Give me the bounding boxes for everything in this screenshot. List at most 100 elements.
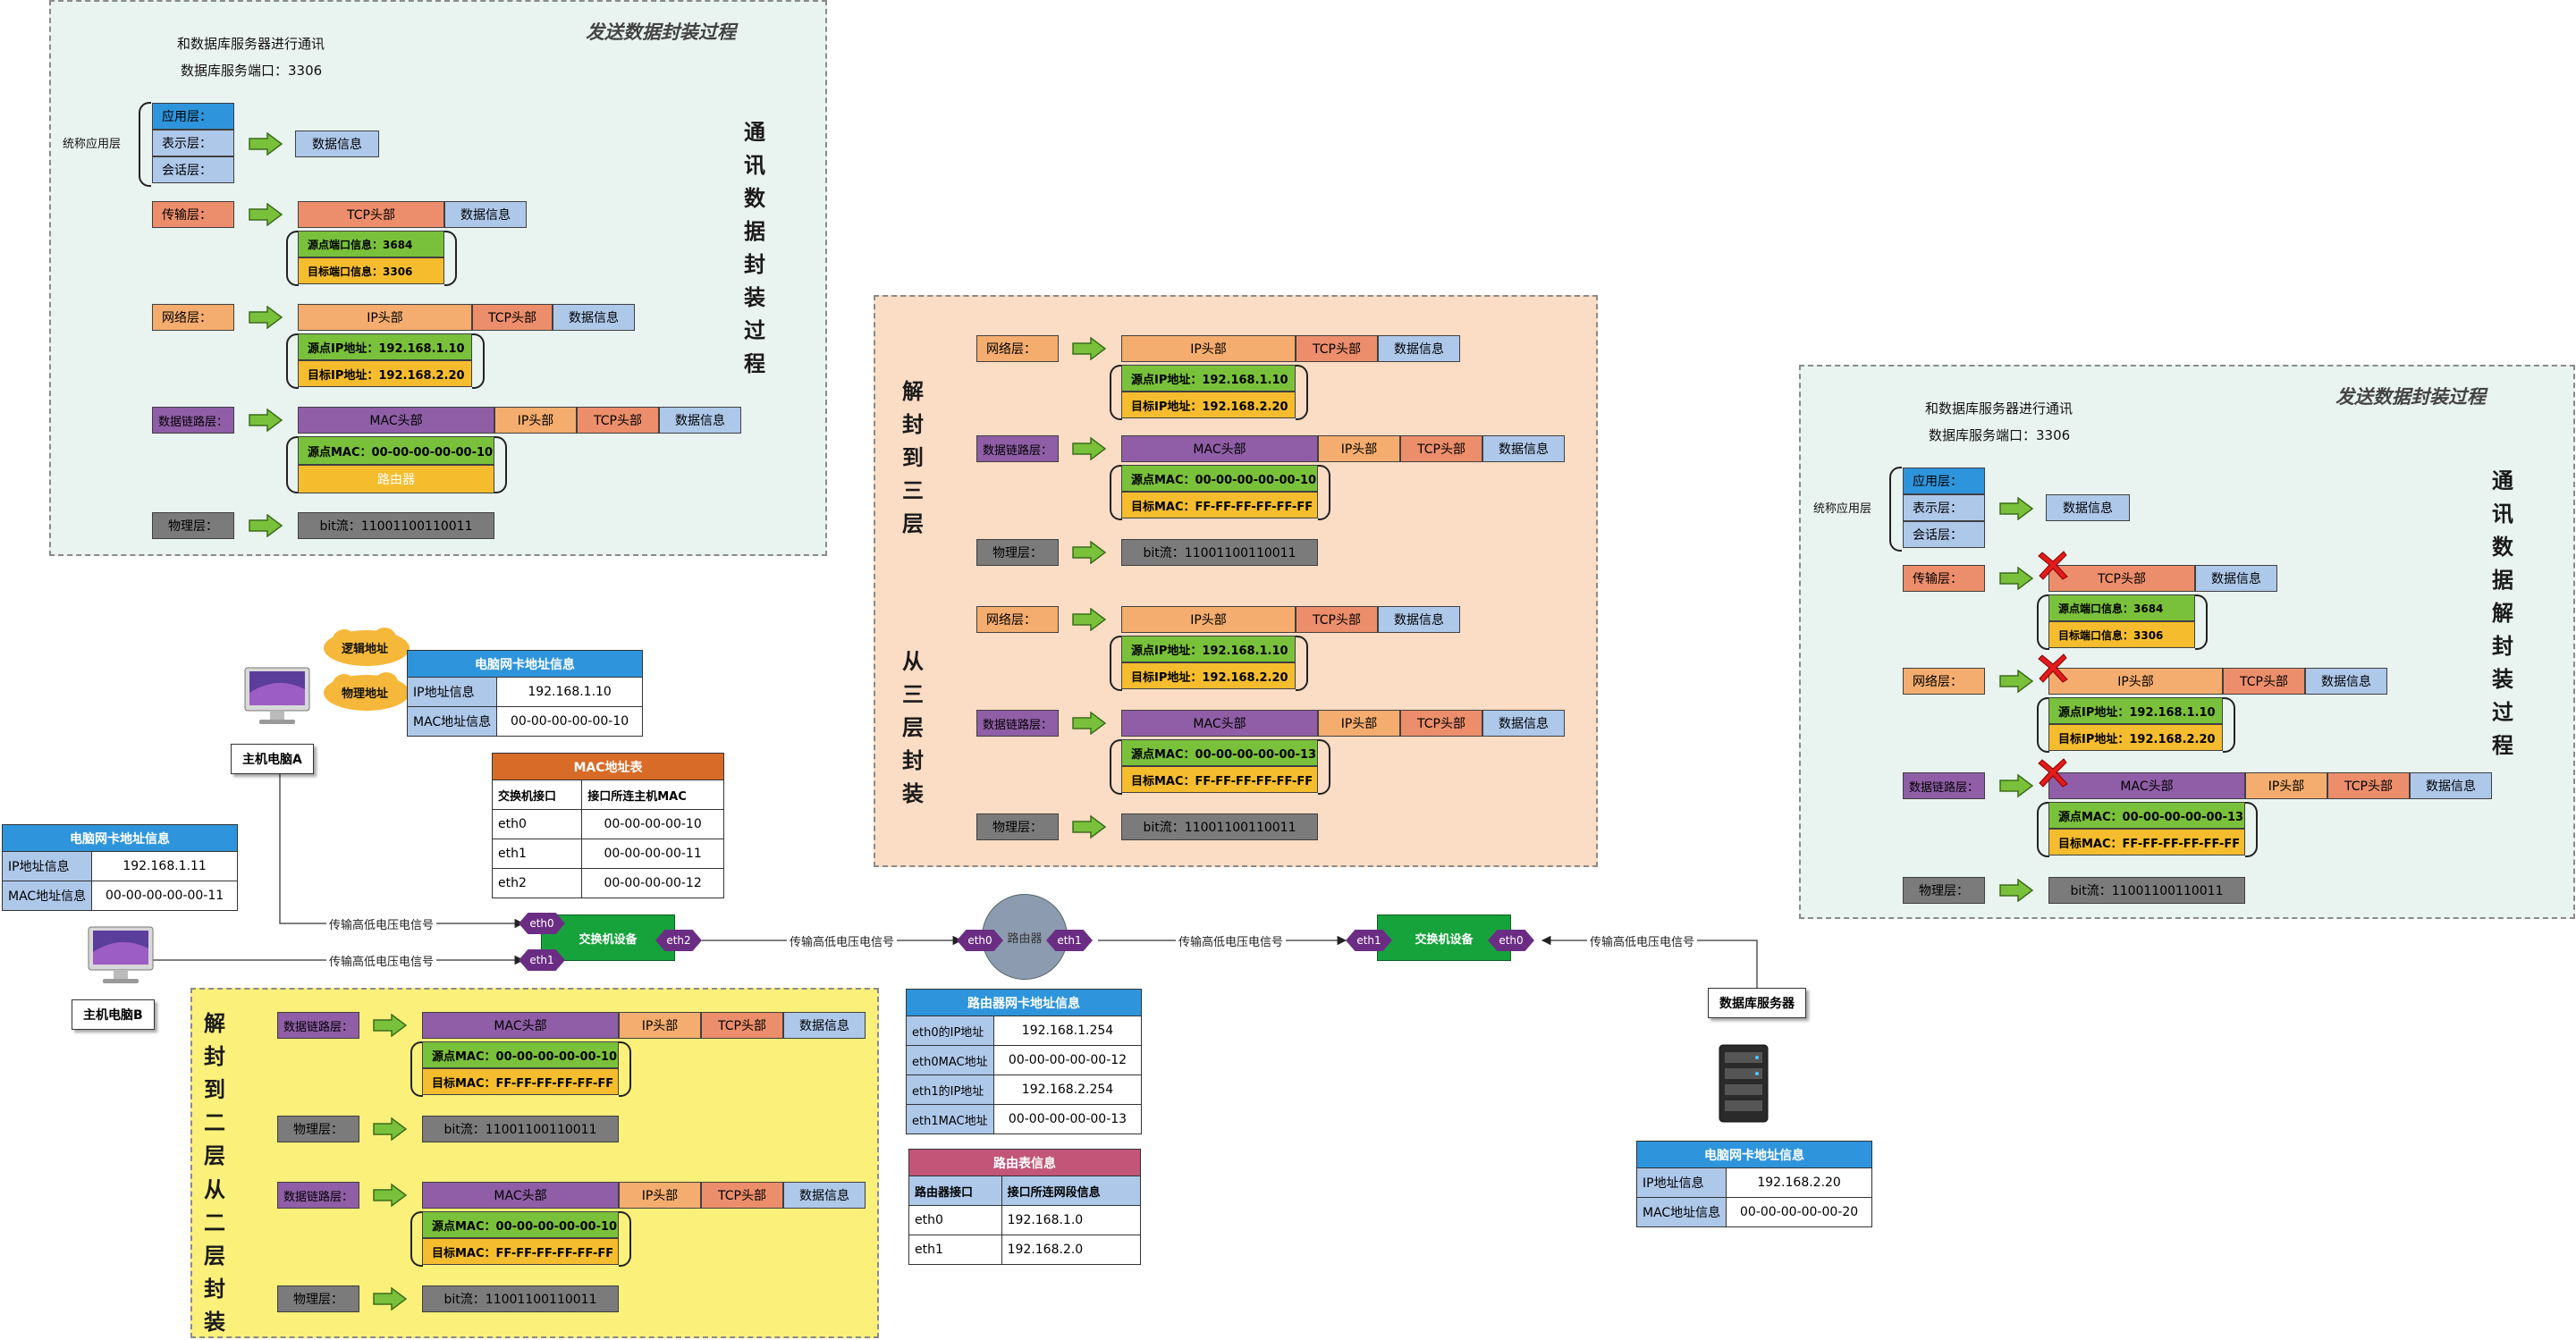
- unit-tcp-header: TCP头部: [1296, 606, 1378, 633]
- cell: 192.168.2.254: [993, 1075, 1142, 1105]
- table-title: 路由表信息: [908, 1149, 1141, 1176]
- brace-right: [2195, 594, 2208, 650]
- unit-ip-header: IP头部: [2245, 772, 2327, 799]
- remove-x-icon: [2038, 551, 2068, 580]
- switch-device: 交换机设备: [1377, 914, 1511, 961]
- layer-datalink: 数据链路层：: [277, 1182, 359, 1209]
- layer-physical: 物理层：: [1903, 877, 1985, 904]
- brace-left: [2037, 594, 2049, 650]
- ip-label: IP地址信息: [1, 851, 93, 881]
- brace-right: [444, 231, 457, 286]
- unit-data: 数据信息: [2195, 565, 2277, 592]
- cell: 00-00-00-00-10: [581, 809, 724, 839]
- green-arrow-icon: [1072, 541, 1107, 564]
- comm-line2: 数据库服务端口：3306: [181, 63, 323, 79]
- layer-physical: 物理层：: [152, 512, 234, 539]
- switch-port-eth1: eth1: [1346, 930, 1392, 951]
- physical-address-label: 物理地址: [342, 687, 389, 701]
- layer-app: 应用层：: [1903, 468, 1985, 494]
- src-ip-field: 源点IP地址：192.168.1.10: [1121, 636, 1296, 662]
- layer-network: 网络层：: [1903, 668, 1985, 695]
- unit-ip-header: IP头部: [1121, 335, 1296, 362]
- dst-ip-field: 目标IP地址：192.168.2.20: [298, 360, 472, 387]
- brace-left: [1110, 365, 1122, 420]
- unit-tcp-header: TCP头部: [1296, 335, 1378, 362]
- unit-tcp-header: TCP头部: [1400, 435, 1482, 462]
- recv-vertical-label: 通讯数据解封装过程: [2492, 468, 2513, 758]
- col-header: 接口所连主机MAC: [581, 780, 724, 810]
- unit-bitstream: bit流：11001100110011: [2048, 877, 2245, 904]
- unit-data: 数据信息: [1482, 710, 1565, 737]
- col-header: 路由器接口: [908, 1176, 1002, 1206]
- unit-data: 数据信息: [1378, 335, 1460, 362]
- unit-data: 数据信息: [2410, 772, 2492, 799]
- remove-x-icon: [2038, 653, 2068, 683]
- switch-port-eth2: eth2: [655, 930, 702, 951]
- src-mac-field: 源点MAC：00-00-00-00-00-10: [422, 1041, 619, 1068]
- brace-right: [1318, 739, 1330, 795]
- remove-x-icon: [2038, 758, 2068, 788]
- unit-mac-header: MAC头部: [422, 1182, 619, 1209]
- cell: eth1: [908, 1235, 1002, 1265]
- switch-port-eth0: eth0: [1488, 930, 1534, 951]
- cell: 00-00-00-00-12: [581, 868, 724, 898]
- dst-mac-field: 目标MAC：FF-FF-FF-FF-FF-FF: [2048, 829, 2245, 855]
- cell: eth1: [491, 839, 583, 869]
- signal-caption: 传输高低电压电信号: [1587, 932, 1698, 949]
- green-arrow-icon: [1072, 608, 1107, 631]
- ip-value: 192.168.1.10: [496, 677, 643, 707]
- router-down-label: 从三层封装: [902, 649, 924, 806]
- app-group-brace: [1889, 467, 1902, 552]
- unit-ip-header: IP头部: [1121, 606, 1296, 633]
- green-arrow-icon: [249, 132, 283, 156]
- unit-tcp-header: TCP头部: [472, 304, 553, 331]
- table-title: 路由器网卡地址信息: [906, 989, 1142, 1016]
- unit-mac-header: MAC头部: [1121, 435, 1318, 462]
- router-port-eth1: eth1: [1046, 930, 1093, 951]
- table-title: MAC地址表: [492, 753, 724, 780]
- unit-data: 数据信息: [2046, 494, 2130, 521]
- layer-app: 应用层：: [152, 103, 234, 130]
- mac-label: MAC地址信息: [1635, 1197, 1727, 1227]
- cell: eth0的IP地址: [906, 1016, 994, 1046]
- unit-tcp-header: TCP头部: [701, 1012, 783, 1039]
- brace-left: [1110, 636, 1122, 691]
- switch-port-eth0: eth0: [519, 913, 565, 934]
- src-port-field: 源点端口信息：3684: [2048, 594, 2195, 621]
- green-arrow-icon: [249, 203, 283, 226]
- dst-router-field: 路由器: [298, 465, 494, 493]
- send-vertical-label: 通讯数据封装过程: [744, 120, 765, 376]
- green-arrow-icon: [249, 306, 283, 329]
- brace-left: [2037, 802, 2049, 857]
- cell: 192.168.2.0: [1001, 1235, 1142, 1265]
- brace-right: [2245, 802, 2258, 857]
- ip-value: 192.168.1.11: [91, 851, 238, 881]
- mac-value: 00-00-00-00-00-10: [496, 706, 643, 737]
- unit-data: 数据信息: [2305, 668, 2387, 695]
- unit-data: 数据信息: [1482, 435, 1565, 462]
- unit-data: 数据信息: [783, 1012, 866, 1039]
- unit-mac-header: MAC头部: [422, 1012, 619, 1039]
- app-group-label: 统称应用层: [1813, 502, 1872, 516]
- unit-ip-header: IP头部: [619, 1012, 701, 1039]
- dst-mac-field: 目标MAC：FF-FF-FF-FF-FF-FF: [422, 1068, 619, 1095]
- dst-mac-field: 目标MAC：FF-FF-FF-FF-FF-FF: [422, 1238, 619, 1265]
- layer-session: 会话层：: [152, 156, 234, 183]
- dst-ip-field: 目标IP地址：192.168.2.20: [1121, 662, 1296, 689]
- brace-left: [2037, 697, 2049, 753]
- computer-icon: [244, 667, 310, 724]
- unit-bitstream: bit流：11001100110011: [422, 1285, 619, 1312]
- unit-tcp-header: TCP头部: [2223, 668, 2305, 695]
- cell: 192.168.1.0: [1001, 1205, 1142, 1235]
- cell: eth2: [491, 868, 583, 898]
- brace-left: [1110, 739, 1122, 795]
- switch-port-eth1: eth1: [519, 949, 565, 971]
- layer-datalink: 数据链路层：: [152, 407, 234, 434]
- unit-tcp-header: TCP头部: [2048, 565, 2195, 592]
- unit-mac-header: MAC头部: [1121, 710, 1318, 737]
- table-title: 电脑网卡地址信息: [2, 824, 238, 852]
- unit-ip-header: IP头部: [1318, 710, 1400, 737]
